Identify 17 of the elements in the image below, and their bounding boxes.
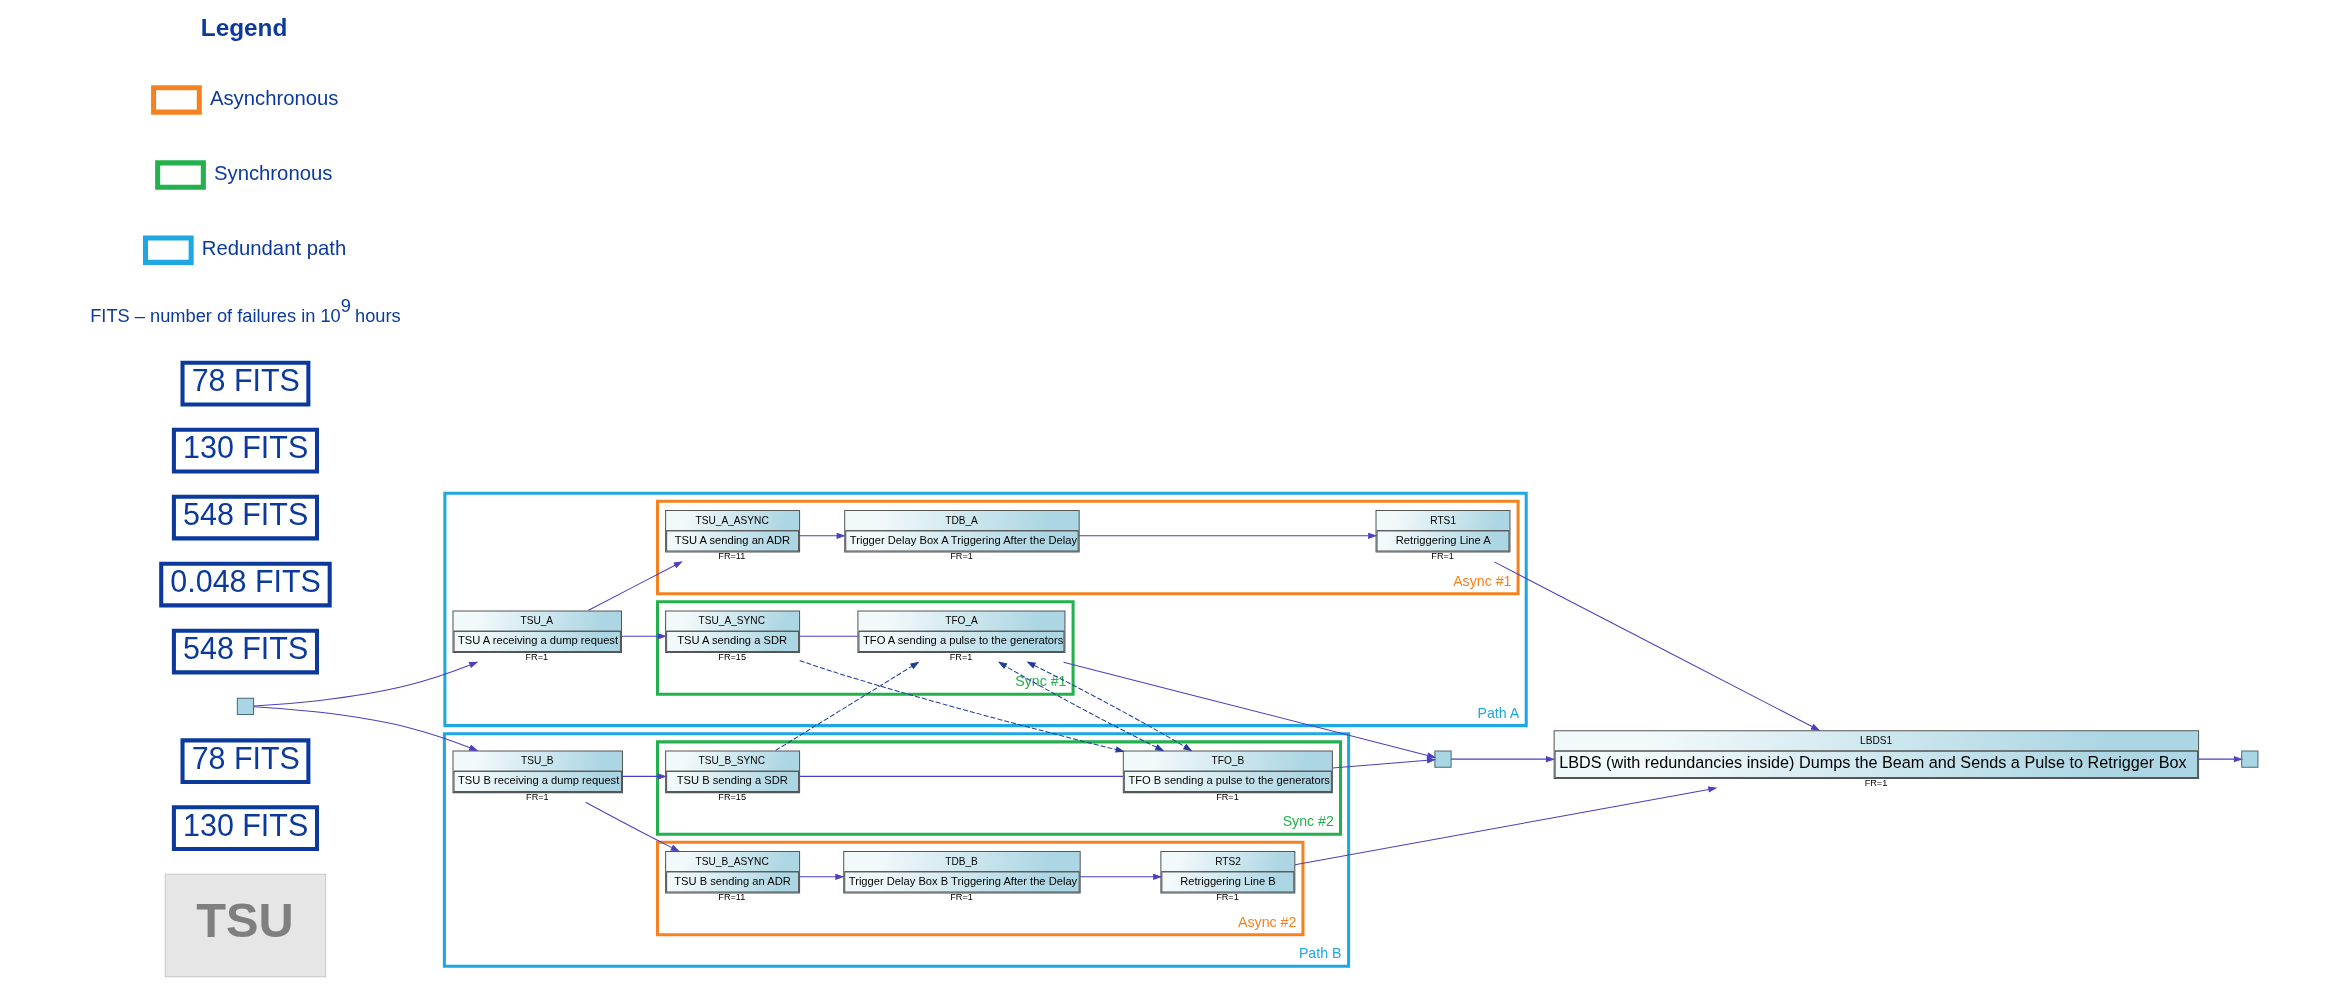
node-label: FR=1	[1215, 791, 1239, 802]
node-label: FR=15	[717, 791, 746, 802]
node-label: FR=11	[717, 892, 745, 903]
node-label: FR=1	[1864, 777, 1887, 788]
node-label: FR=1	[525, 791, 549, 802]
legend-label: Asynchronous	[209, 87, 338, 110]
node-label: FR=15	[717, 651, 746, 662]
legend-label: Redundant path	[201, 237, 346, 260]
node-label: FR=1	[949, 892, 973, 903]
node-label: FR=1	[1430, 551, 1454, 562]
node-label: FR=1	[949, 551, 973, 562]
legend-label: Synchronous	[213, 162, 332, 185]
node-label: FR=1	[949, 651, 972, 662]
node-label: FR=1	[525, 651, 548, 662]
node-label: FR=11	[717, 551, 745, 562]
node-label: FR=1	[1215, 892, 1239, 903]
label: Legend	[200, 13, 287, 41]
